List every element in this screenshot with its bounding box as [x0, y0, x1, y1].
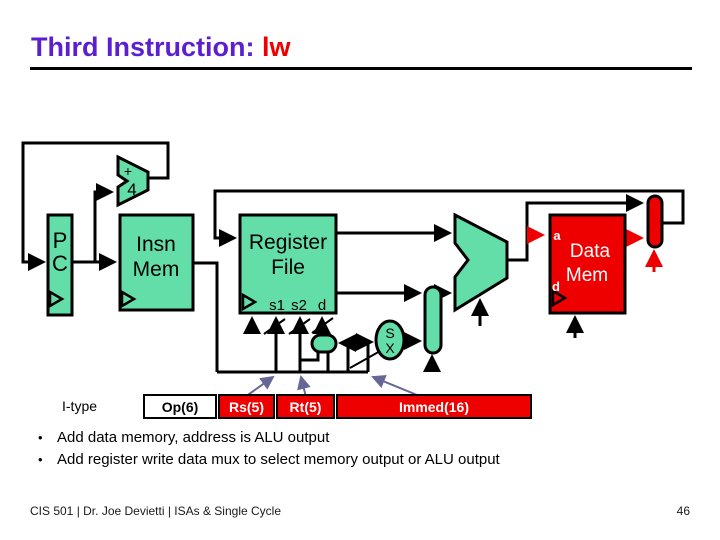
wire-pc-feedback: [21, 141, 170, 271]
sign-extend-oval: [374, 319, 406, 361]
slash-s2: [288, 318, 311, 335]
field-rt: Rt(5): [276, 394, 335, 419]
field-rs: Rs(5): [218, 394, 275, 419]
insn-mem-label-2: Mem: [133, 258, 180, 281]
register-file-clock-icon: [241, 292, 258, 312]
port-d2-label: d: [552, 279, 560, 294]
wire-insn-out: [193, 261, 368, 374]
bullet-item: • Add data memory, address is ALU output: [38, 429, 698, 446]
port-a-label: a: [553, 228, 561, 243]
slash-s1: [263, 318, 286, 335]
bullet-text: Add data memory, address is ALU output: [57, 429, 330, 446]
adder-plus-label: +: [124, 163, 132, 179]
insn-mem-box: [118, 213, 195, 312]
data-mem-box: [548, 213, 627, 315]
pc-label-2: C: [52, 251, 68, 276]
bullet-dot: •: [38, 452, 43, 467]
pointer-rs: [244, 375, 275, 398]
slash-d: [311, 317, 334, 334]
data-mem-clock-icon: [551, 288, 568, 308]
wire-regdst-in-left: [300, 352, 320, 362]
pc-plus4-adder: [116, 154, 150, 208]
port-s1-label: s1: [269, 297, 285, 314]
alusrc-mux: [423, 285, 443, 355]
wire-regdst-rd: [338, 334, 356, 372]
alu: [453, 212, 509, 313]
wire-pc-to-adder: [93, 183, 114, 262]
title-text: Third Instruction:: [31, 32, 262, 62]
data-mem-label-1: Data: [570, 241, 611, 262]
bus-slashes: [263, 317, 383, 369]
port-s2-label: s2: [291, 297, 307, 314]
data-mem-label-2: Mem: [566, 265, 608, 286]
register-file-box: [238, 213, 338, 315]
title-highlight: lw: [261, 32, 291, 62]
field-pointers: [244, 375, 423, 398]
footer-course-info: CIS 501 | Dr. Joe Devietti | ISAs & Sing…: [30, 504, 282, 518]
bullet-text: Add register write data mux to select me…: [57, 451, 500, 468]
insn-mem-clock-icon: [120, 289, 137, 309]
port-d-label: d: [318, 297, 326, 314]
title-underline: [30, 67, 692, 70]
insn-mem-label-1: Insn: [136, 233, 176, 256]
register-file-label-1: Register: [249, 231, 327, 254]
blocks: [46, 154, 664, 361]
clock-icons: [48, 288, 568, 312]
wire-sx-in: [356, 333, 374, 372]
register-file-label-2: File: [271, 256, 305, 279]
adder-four-label: 4: [127, 180, 136, 199]
sign-extend-label-1: S: [385, 325, 394, 341]
slide-number: 46: [676, 504, 690, 518]
slash-immed: [349, 349, 383, 369]
block-labels: P C + 4 Insn Mem Register File s1 s2 d S…: [52, 163, 610, 356]
pointer-rt: [297, 375, 311, 398]
wire-writeback: [213, 189, 685, 247]
pointer-immed: [371, 375, 423, 398]
sign-extend-label-2: X: [385, 340, 395, 356]
field-immed: Immed(16): [336, 394, 532, 419]
writeback-mux: [646, 194, 664, 249]
itype-label: I-type: [62, 398, 98, 414]
bullet-list: • Add data memory, address is ALU output…: [38, 429, 698, 473]
regdst-mux: [310, 333, 338, 354]
wires-red: [527, 226, 663, 272]
datapath-diagram: P C + 4 Insn Mem Register File s1 s2 d S…: [21, 141, 685, 398]
pc-label-1: P: [53, 228, 68, 253]
bullet-dot: •: [38, 430, 43, 445]
page-title: Third Instruction: lw: [31, 32, 291, 63]
field-op: Op(6): [143, 394, 217, 419]
slide-footer: CIS 501 | Dr. Joe Devietti | ISAs & Sing…: [30, 504, 690, 518]
pc-clock-icon: [48, 289, 65, 309]
bullet-item: • Add register write data mux to select …: [38, 451, 698, 468]
